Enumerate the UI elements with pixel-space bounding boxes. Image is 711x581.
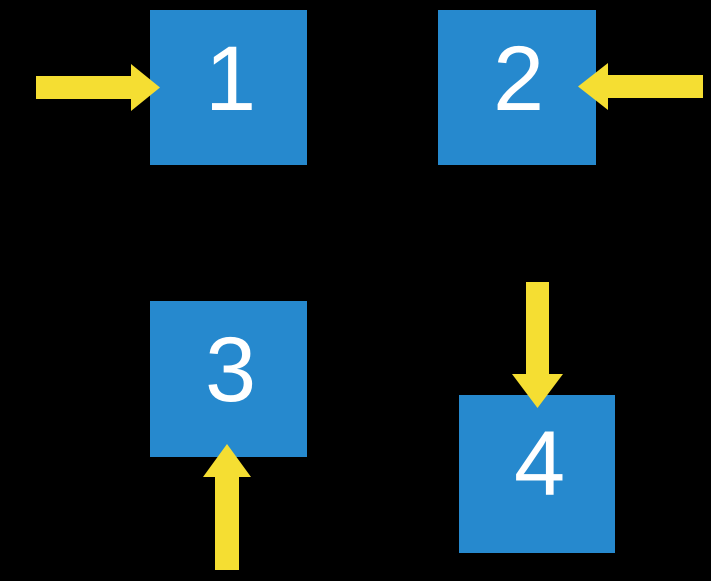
node-box-2[interactable]: [438, 10, 596, 165]
node-label-4: 4: [514, 413, 566, 515]
arrow-into-box-4-icon[interactable]: [512, 282, 563, 408]
node-box-3[interactable]: [150, 301, 307, 457]
arrow-into-box-1-icon[interactable]: [36, 64, 160, 111]
arrow-into-box-2-icon[interactable]: [578, 63, 703, 110]
arrow-into-box-3-icon[interactable]: [203, 444, 251, 570]
node-box-4[interactable]: [459, 395, 615, 553]
node-box-1[interactable]: [150, 10, 307, 165]
node-label-2: 2: [493, 28, 545, 130]
node-label-1: 1: [205, 28, 257, 130]
node-label-3: 3: [205, 319, 257, 421]
